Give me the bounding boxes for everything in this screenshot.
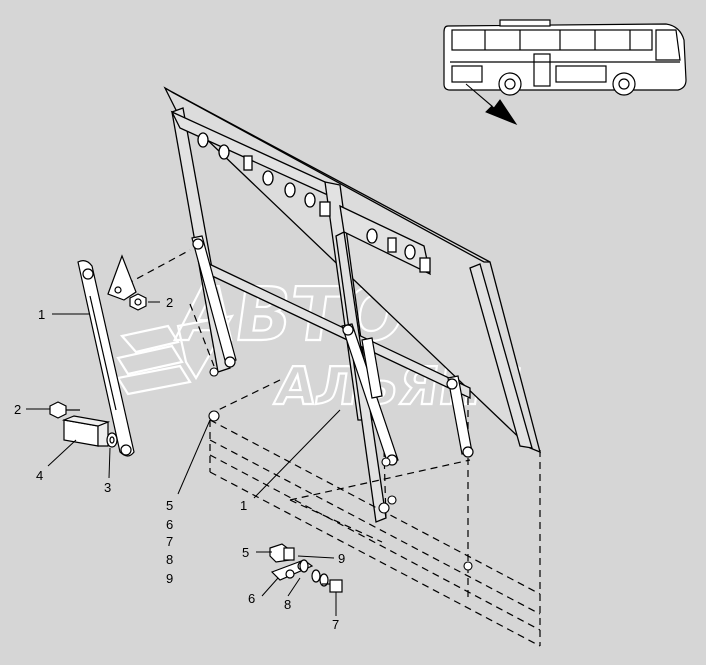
frame-mount-points — [208, 367, 473, 571]
washer-left — [106, 432, 118, 448]
locator-arrow — [465, 83, 518, 126]
detail-washer-9 — [299, 559, 309, 573]
bus-locator-icon — [443, 19, 687, 96]
strut-mount-plate — [107, 254, 137, 301]
gas-strut-right — [361, 337, 474, 458]
callout-washer: 3 — [104, 480, 111, 495]
leader-lines — [26, 301, 341, 616]
callout-nut-top: 2 — [166, 295, 173, 310]
callout-nut-bottom: 2 — [14, 402, 21, 417]
callout-strut-left: 1 — [38, 307, 45, 322]
callout-group-5: 5 — [166, 498, 173, 513]
callout-detail-9: 9 — [338, 551, 345, 566]
nut-bottom-left — [49, 401, 80, 419]
mounting-bracket — [61, 415, 111, 447]
callout-detail-7: 7 — [332, 617, 339, 632]
callout-detail-5: 5 — [242, 545, 249, 560]
detail-washer-8 — [311, 569, 329, 587]
callout-bracket: 4 — [36, 468, 43, 483]
gas-strut-left — [77, 260, 135, 457]
body-outline-dashed — [115, 249, 541, 647]
gas-strut-upper-left — [191, 235, 237, 368]
detail-bracket-5 — [269, 543, 295, 563]
callout-strut-center: 1 — [240, 498, 247, 513]
callout-detail-8: 8 — [284, 597, 291, 612]
callout-group-7: 7 — [166, 534, 173, 549]
nut-top-left — [129, 293, 147, 311]
callout-detail-6: 6 — [248, 591, 255, 606]
callout-group-8: 8 — [166, 552, 173, 567]
callout-group-6: 6 — [166, 517, 173, 532]
callout-group-9: 9 — [166, 571, 173, 586]
